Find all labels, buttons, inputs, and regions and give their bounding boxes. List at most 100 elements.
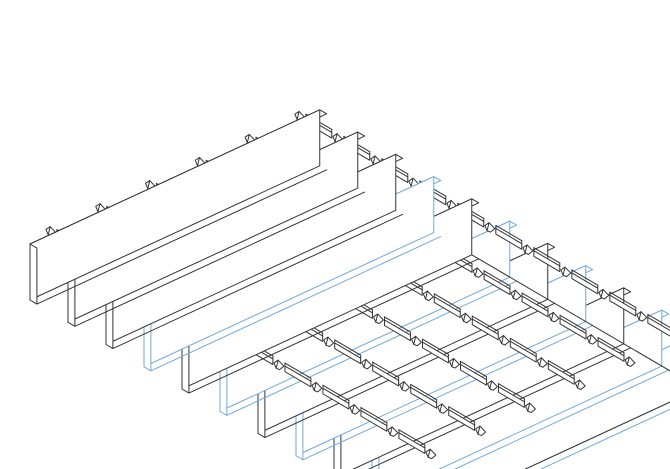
cross-bar-flat-run	[284, 365, 312, 388]
cross-bar-twist-fold	[47, 226, 51, 236]
cross-bar-twist-fold	[451, 358, 455, 368]
cross-bar-twist-fold	[413, 335, 417, 345]
cross-bar-edge	[360, 407, 388, 424]
cross-bar-twist-fold	[539, 357, 542, 367]
cross-bar-twist-fold	[425, 290, 428, 300]
cross-bar-twist-fold	[375, 313, 379, 323]
cross-bar-edge	[284, 362, 312, 379]
cross-bar-twist-fold	[325, 336, 329, 346]
cross-bar-twist-fold	[524, 244, 528, 254]
cross-bar-twist-fold	[550, 311, 554, 322]
cross-bar-twist-fold	[463, 312, 466, 322]
bearing-bar-far-bottom-edge	[150, 236, 442, 372]
cross-bar-edge	[422, 338, 449, 355]
cross-bar-twist-fold	[489, 380, 493, 390]
cross-bar-edge	[571, 269, 599, 286]
cross-bar-flat-run	[410, 386, 438, 409]
cross-bar-edge	[372, 361, 400, 378]
cross-bar-twist-fold	[372, 155, 376, 165]
cross-bar-twist-fold	[246, 133, 250, 144]
cross-bar-twist-fold	[401, 381, 405, 391]
cross-bar-edge	[559, 314, 587, 331]
cross-bar-flat-run	[547, 363, 575, 385]
bearing-bar-end-face	[29, 243, 38, 305]
cross-bar-twist-fold	[448, 199, 452, 209]
cross-bar-twist-fold	[427, 448, 431, 458]
cross-bar-edge	[322, 384, 350, 401]
cross-bar-twist-fold	[147, 180, 151, 190]
cross-bar-twist-fold	[477, 425, 481, 435]
cross-bar-twist-fold	[389, 426, 393, 436]
cross-bar-twist-fold	[501, 335, 504, 345]
cross-bar-flat-run	[322, 387, 350, 410]
cross-bar-flat-run	[533, 250, 561, 273]
cross-bar-edge	[509, 337, 537, 355]
cross-bar-twist-fold	[600, 288, 604, 298]
cross-bar-flat-run	[471, 318, 499, 341]
cross-bar-edge	[547, 360, 575, 377]
cross-bar-twist-fold	[197, 157, 200, 167]
cross-bar-flat-run	[509, 340, 537, 363]
cross-bar-twist-fold	[474, 267, 478, 277]
bearing-bar-far-bottom-edge	[74, 191, 366, 327]
cross-bar-twist-fold	[334, 133, 338, 143]
cross-bar-flat-run	[334, 342, 362, 365]
cross-bar-flat-run	[448, 409, 476, 431]
bearing-bar-far-bottom-edge	[188, 258, 480, 394]
bearing-bar-far-bottom-edge	[112, 213, 404, 350]
cross-bar-flat-run	[597, 340, 625, 362]
cross-bar-twist-fold	[97, 203, 101, 213]
cross-bar-twist-fold	[275, 359, 279, 369]
cross-bar-twist-fold	[577, 379, 580, 389]
cross-bar-edge	[483, 270, 511, 287]
cross-bar-flat-run	[498, 386, 525, 408]
cross-bar-flat-run	[571, 272, 599, 295]
cross-bar-twist-fold	[512, 289, 516, 299]
cross-bar-twist-fold	[351, 404, 355, 414]
cross-bar-edge	[448, 406, 476, 423]
cross-bar-flat-run	[495, 227, 523, 250]
bearing-bar-far-bottom-edge	[539, 408, 670, 469]
cross-bar-edge	[460, 360, 487, 378]
bearing-bar-far-bottom-edge	[453, 369, 670, 469]
cross-bar-edge	[597, 337, 625, 354]
cross-bar-twist-fold	[363, 358, 367, 368]
bearing-bar-far-bottom-edge	[302, 325, 594, 461]
bearing-bar-far-bottom-edge	[264, 302, 556, 439]
cross-bar-twist-fold	[486, 222, 490, 232]
cross-bar-edge	[521, 292, 549, 309]
cross-bar-flat-run	[360, 410, 388, 432]
cross-bar-edge	[647, 313, 670, 329]
panel-base-edge-front	[524, 401, 670, 469]
cross-bar-flat-run	[647, 316, 670, 337]
cross-bar-edge	[433, 293, 461, 310]
cross-bar-flat-run	[398, 432, 426, 455]
cross-bar-twist-fold	[527, 402, 531, 412]
bearing-bar	[29, 109, 328, 305]
cross-bar-edge	[398, 429, 426, 446]
bearing-bar-far-bottom-edge	[367, 347, 632, 469]
cross-bar-edge	[334, 339, 362, 356]
cross-bar-edge	[410, 383, 438, 401]
cross-bar-flat-run	[609, 294, 637, 317]
cross-bar-flat-run	[521, 295, 549, 318]
cross-bar-twist-fold	[638, 311, 642, 321]
cross-bar-twist-fold	[588, 334, 592, 344]
cross-bar-edge	[471, 315, 499, 332]
cross-bar-twist-fold	[296, 110, 300, 120]
cross-bar-flat-run	[384, 319, 411, 342]
cross-bar-edge	[498, 383, 525, 400]
cross-bar-flat-run	[460, 363, 487, 386]
cross-bar-flat-run	[433, 296, 461, 319]
cross-bar-twist-fold	[626, 356, 630, 366]
cross-bar-flat-run	[483, 273, 511, 296]
bearing-bar-far-bottom-edge	[226, 280, 518, 416]
cross-bar-edge	[384, 316, 411, 333]
cross-bar-twist-fold	[410, 177, 414, 187]
bearing-bar-far-bottom-edge	[36, 169, 328, 305]
cross-bar-twist-fold	[562, 266, 566, 276]
cross-bar-flat-run	[422, 341, 449, 364]
cross-bar-flat-run	[559, 317, 587, 340]
